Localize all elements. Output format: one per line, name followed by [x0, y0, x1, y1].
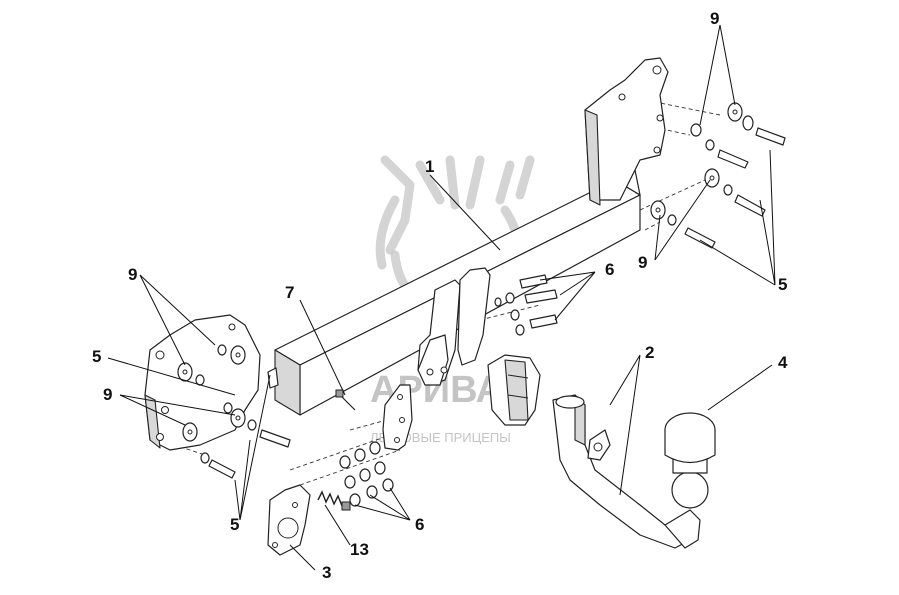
callout-9-top-right: 9 [710, 9, 719, 28]
center-fasteners-top [494, 274, 558, 336]
right-fasteners [650, 102, 786, 249]
spring-13 [317, 490, 351, 511]
hitch-mount-block [487, 354, 541, 426]
right-mounting-bracket [584, 57, 669, 206]
callout-9-left-top: 9 [128, 265, 137, 284]
callout-9-bottom-right: 9 [638, 253, 647, 272]
center-fasteners-bottom [339, 441, 394, 507]
callout-5-left-top: 5 [92, 347, 101, 366]
socket-plate-3 [267, 484, 311, 556]
callout-5-right: 5 [778, 275, 787, 294]
callout-5-left-bottom: 5 [230, 515, 239, 534]
left-fasteners [177, 344, 291, 479]
tow-arm-2 [552, 394, 701, 549]
tow-ball-4 [664, 412, 716, 509]
small-bolt-7 [335, 389, 356, 411]
callout-4: 4 [778, 353, 788, 372]
callout-1: 1 [425, 157, 434, 176]
leader-lines [107, 24, 776, 571]
callout-7: 7 [285, 283, 294, 302]
callout-9-left-bottom: 9 [103, 385, 112, 404]
callout-labels: 1 2 3 4 5 5 5 6 6 7 9 9 9 9 13 [92, 9, 788, 582]
callout-13: 13 [350, 540, 369, 559]
callout-2: 2 [645, 343, 654, 362]
callout-3: 3 [322, 563, 331, 582]
callout-6-bottom: 6 [415, 515, 424, 534]
callout-6-top: 6 [605, 260, 614, 279]
center-hitch-brackets [417, 267, 491, 386]
socket-mounting-plate [382, 384, 413, 451]
